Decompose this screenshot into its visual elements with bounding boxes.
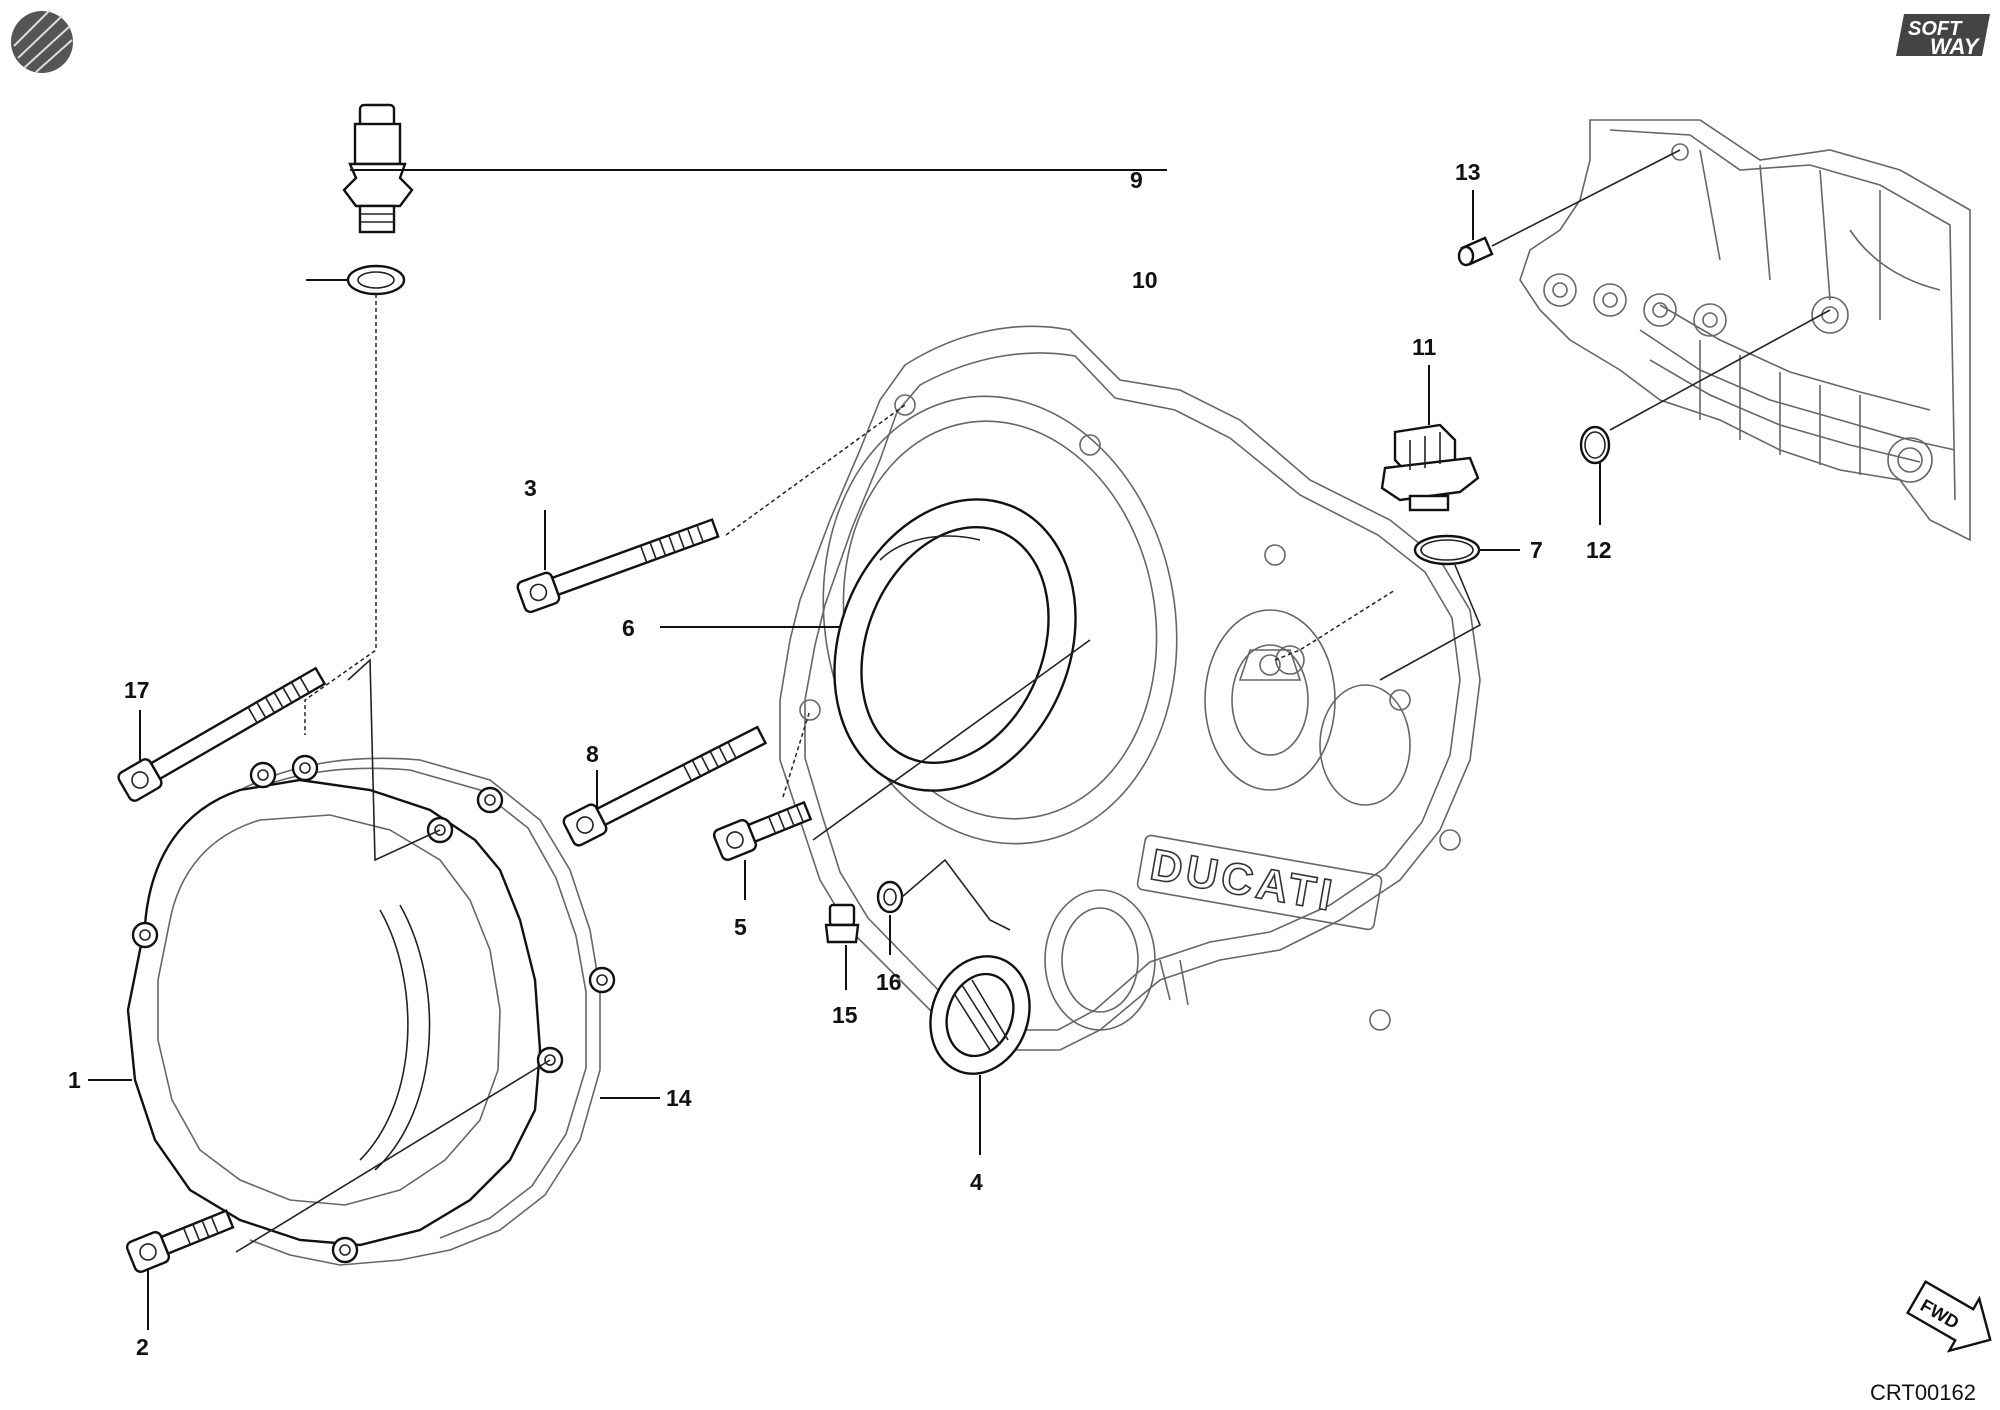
label-13: 13 (1455, 159, 1481, 185)
part-9-temperature-sensor (342, 103, 414, 234)
softway-logo: SOFT WAY (1896, 14, 1990, 59)
label-11: 11 (1412, 334, 1437, 360)
logo-line2: WAY (1930, 34, 1981, 59)
fwd-arrow-icon: FWD (1905, 1280, 1992, 1353)
part-10-washer (346, 264, 406, 296)
label-12: 12 (1586, 537, 1612, 563)
assembly-guide-lines (235, 149, 1831, 1253)
part-labels: 1 2 3 4 5 6 7 8 9 10 11 12 13 14 15 16 1… (68, 159, 1612, 1360)
leader-lines (88, 169, 1601, 1330)
part-4-oil-seal (929, 955, 1031, 1075)
part-17-long-bolt (117, 666, 327, 802)
part-2-short-bolt (125, 1209, 235, 1273)
part-12-o-ring (1579, 425, 1611, 465)
part-8-long-bolt (562, 725, 768, 847)
part-5-short-bolt (712, 800, 813, 861)
drawing-code: CRT00162 (1870, 1380, 1976, 1405)
label-17: 17 (124, 677, 150, 703)
label-3: 3 (524, 475, 537, 501)
part-6-gasket (833, 498, 1077, 792)
outer-clutch-cover (126, 754, 616, 1266)
part-15-plug (824, 903, 860, 944)
label-8: 8 (586, 741, 599, 767)
label-6: 6 (622, 615, 635, 641)
part-13-dowel-pin (1457, 236, 1494, 267)
logo-line1: SOFT (1908, 18, 1963, 40)
label-15: 15 (832, 1002, 858, 1028)
label-14: 14 (666, 1085, 692, 1111)
disc-icon (11, 9, 73, 73)
label-5: 5 (734, 914, 747, 940)
label-2: 2 (136, 1334, 149, 1360)
label-10: 10 (1132, 267, 1158, 293)
engine-crankcase (1519, 119, 1971, 542)
part-16-washer (876, 880, 904, 914)
part-11-filler-plug (1380, 423, 1480, 512)
label-1: 1 (68, 1067, 81, 1093)
label-4: 4 (970, 1169, 983, 1195)
part-3-long-bolt (516, 518, 720, 614)
part-7-o-ring (1413, 534, 1481, 566)
label-9: 9 (1130, 167, 1143, 193)
label-16: 16 (876, 969, 902, 995)
label-7: 7 (1530, 537, 1543, 563)
